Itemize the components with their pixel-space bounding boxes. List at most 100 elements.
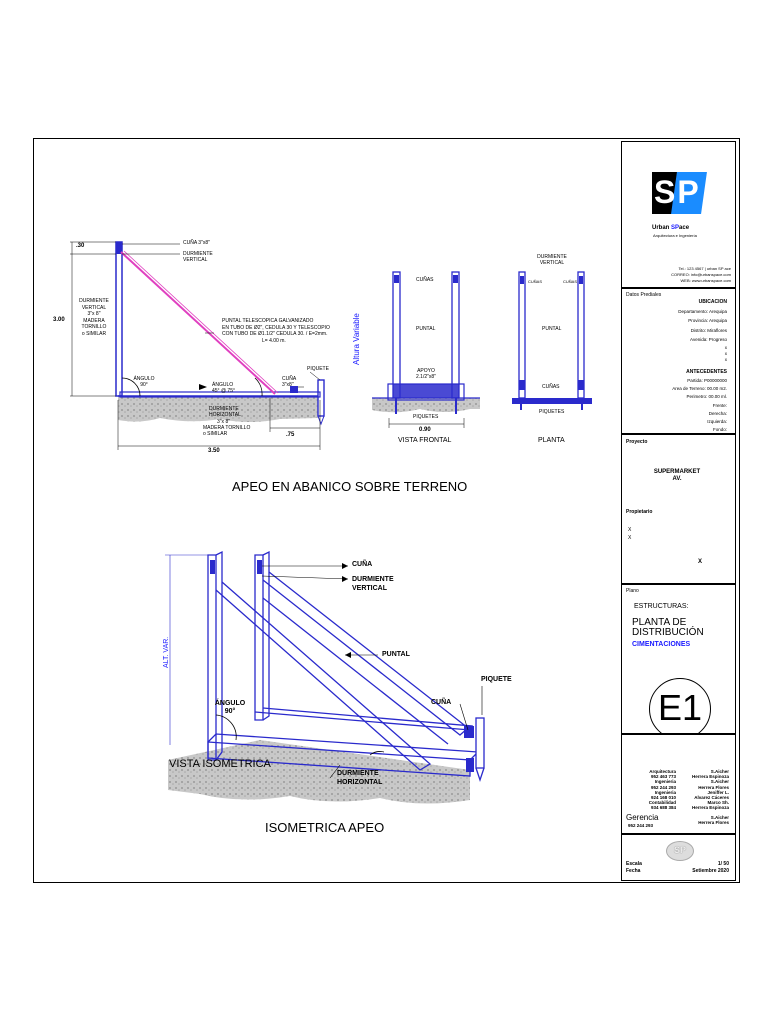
escala-fecha-labels: Escala Fecha — [626, 861, 642, 874]
wedge-right — [290, 386, 298, 393]
vertical-sleeper — [115, 241, 123, 397]
gerencia-name: S.Aicher Herrera Flores — [698, 815, 729, 826]
gerencia-phone: 952 244 293 — [628, 823, 654, 828]
ubicacion-heading: UBICACION — [698, 299, 727, 305]
iso-label-cuna-2: CUÑA — [431, 699, 452, 706]
front-label-piquetes: PIQUETES — [413, 414, 439, 420]
estructuras-label: ESTRUCTURAS: — [634, 603, 689, 610]
sheet-code: E1 — [657, 687, 703, 728]
plan-base — [512, 398, 592, 404]
sheet-code-circle: E1 — [649, 678, 711, 740]
antecedentes-heading: ANTECEDENTES — [686, 369, 727, 375]
dimension-lines — [70, 241, 321, 450]
plan-view-drawing — [512, 271, 592, 410]
dim-height: 3.00 — [53, 317, 65, 323]
logo-name: Urban SPace — [652, 225, 690, 231]
title-apeo-abanico: APEO EN ABANICO SOBRE TERRENO — [232, 479, 468, 494]
plan-label-piquetes: PIQUETES — [539, 409, 565, 415]
label-angulo-45: ÁNGULO 45° @ 75° — [212, 382, 235, 394]
label-puntal-telescopico: PUNTAL TELESCOPICA GALVANIZADO EN TUBO D… — [222, 318, 330, 344]
escala-fecha-values: 1/ 50 Setiembre 2020 — [692, 861, 729, 874]
label-durmiente-left: DURMIENTE VERTICAL 3"x 8" MADERA TORNILL… — [79, 298, 109, 337]
title-block-proyecto: Proyecto SUPERMARKET AV. Propietario X X… — [621, 434, 736, 584]
title-block-logo-box: SP Urban SPace Arquitectura e Ingeniería… — [621, 141, 736, 288]
iso-ground — [168, 740, 470, 804]
ground-fill — [118, 396, 318, 422]
propietario-label: Propietario — [626, 509, 653, 515]
team-roles: Arquitectura 952 463 773 Ingenieria 952 … — [648, 769, 676, 811]
front-post-right — [451, 271, 460, 399]
title-block-datos-prediales: Datos Prediales UBICACION Departamento: … — [621, 288, 736, 434]
iso-vertical-sleeper-front — [207, 554, 217, 761]
iso-label-durmiente-horizontal: DURMIENTE HORIZONTAL — [337, 770, 383, 786]
front-label-apoyo: APOYO 2.1/2"x8" — [416, 368, 436, 380]
iso-label-vista: VISTA ISOMETRICA — [169, 758, 271, 770]
plan-label-puntal: PUNTAL — [542, 326, 562, 332]
cimentaciones-label: CIMENTACIONES — [632, 641, 691, 648]
iso-angle-arc — [215, 714, 237, 741]
front-dim: 0.90 — [419, 427, 431, 433]
gerencia-label: Gerencia — [626, 813, 659, 822]
wedge-top — [116, 242, 122, 254]
label-cuna-right: CUÑA 3"x8" — [282, 376, 297, 388]
iso-label-alt-var: ALT. VAR. — [163, 636, 170, 668]
label-piquete: PIQUETE — [307, 366, 329, 372]
mini-logo: SP — [666, 841, 694, 861]
iso-stake — [475, 717, 485, 769]
label-durmiente-top: DURMIENTE — [183, 251, 213, 257]
isometric-drawing — [165, 550, 485, 804]
iso-label-durmiente-vertical: DURMIENTE VERTICAL — [352, 576, 394, 592]
dim-top: .30 — [76, 243, 85, 249]
proyecto-value: SUPERMARKET AV. — [653, 469, 701, 482]
angle-45-arc — [254, 377, 263, 397]
front-base-fill — [393, 384, 459, 398]
iso-label-piquete: PIQUETE — [481, 676, 512, 683]
iso-label-angulo: ÁNGULO 90° — [214, 700, 246, 715]
puntal-strut — [120, 251, 276, 395]
plan-label-cuna-left: CUÑAS — [528, 279, 543, 284]
dim-right: .75 — [286, 432, 295, 438]
fan-shoring-elevation — [70, 241, 325, 450]
team-names: S.Aicher Herrera Espinoza S.Aicher Herre… — [691, 769, 729, 811]
drawing-sheet — [33, 138, 740, 883]
iso-strut-front — [215, 581, 432, 771]
plano-label: Plano — [626, 588, 639, 594]
label-cuna-top: CUÑA 3"x8" — [183, 240, 210, 246]
front-post-left — [392, 271, 401, 399]
angle-90-arc — [121, 377, 141, 397]
iso-vertical-sleeper-back — [254, 554, 264, 721]
stake — [317, 379, 325, 417]
plan-label-durmiente: DURMIENTE VERTICAL — [537, 254, 567, 266]
label-angulo-90: ÁNGULO 90° — [133, 376, 155, 388]
front-label-puntal: PUNTAL — [416, 326, 436, 332]
plan-view-title: PLANTA — [538, 437, 565, 444]
label-altura-variable: Altura Variable — [352, 313, 361, 365]
title-block-team: Arquitectura 952 463 773 Ingenieria 952 … — [621, 734, 736, 834]
plan-label-cunas: CUÑAS — [542, 384, 560, 390]
dim-width: 3.50 — [208, 448, 220, 454]
front-view-title: VISTA FRONTAL — [398, 437, 452, 444]
horizontal-sleeper — [119, 391, 321, 398]
iso-label-puntal: PUNTAL — [382, 651, 410, 658]
title-block-escala: SP Escala Fecha 1/ 50 Setiembre 2020 — [621, 834, 736, 881]
iso-title: ISOMETRICA APEO — [265, 820, 385, 835]
proyecto-label: Proyecto — [626, 439, 648, 445]
propietario-x: X — [698, 559, 703, 565]
iso-horizontal-sleeper — [207, 741, 471, 777]
label-vertical-top: VERTICAL — [183, 257, 208, 263]
arrow-icon — [199, 384, 207, 390]
antecedentes-rows: Partida: P00000000 Area de Terreno: 00.0… — [672, 378, 727, 433]
contact-info: Tel.: 123 4567 | urban SP ace CORREO: in… — [671, 266, 731, 283]
plan-label-cuna-right: CUÑAS — [563, 279, 578, 284]
datos-prediales-label: Datos Prediales — [626, 292, 662, 298]
sp-logo: SP — [652, 172, 707, 214]
ubicacion-rows: Departamento: Arequipa Provincia: Arequi… — [678, 309, 727, 362]
plan-post-right — [577, 271, 585, 399]
front-label-cunas: CUÑAS — [416, 277, 434, 283]
iso-label-cuna: CUÑA — [352, 561, 373, 568]
logo-subtitle: Arquitectura e Ingeniería — [653, 233, 697, 238]
plan-post-left — [518, 271, 526, 399]
title-block-plano: Plano ESTRUCTURAS: PLANTA DE DISTRIBUCIÓ… — [621, 584, 736, 740]
front-view-drawing — [372, 271, 480, 428]
